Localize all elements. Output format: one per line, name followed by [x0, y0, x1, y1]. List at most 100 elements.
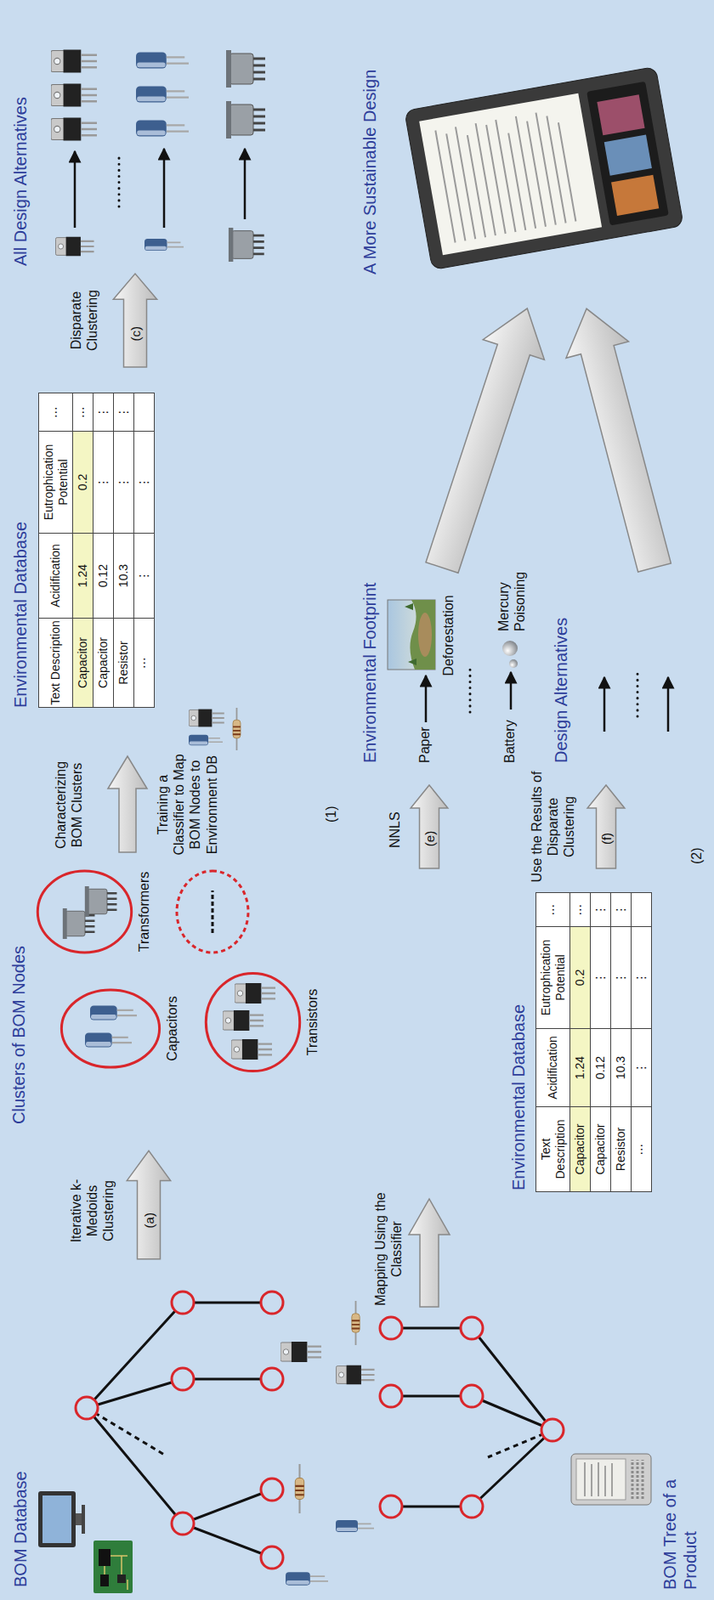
component-icon [222, 1010, 264, 1032]
circuit-board-icon [117, 1575, 126, 1584]
mapping-arrow [425, 675, 428, 723]
component-icon [51, 118, 97, 142]
table-cell: ⋮ [630, 926, 652, 1030]
cell-text: ⋮ [96, 406, 110, 419]
cell-text: Resistor [116, 640, 131, 685]
bom-node-circle [171, 1368, 194, 1391]
table-cell: ⋮ [589, 926, 612, 1030]
annotation-text: Characterizing BOM Clusters [52, 748, 85, 863]
table-cell: ⋮ [113, 430, 135, 534]
tablet-illustration [611, 175, 659, 216]
table-cell [133, 392, 155, 432]
tablet-illustration [596, 94, 645, 136]
section-title: Environmental Database [10, 521, 31, 709]
ellipsis-dots [118, 155, 121, 207]
e-reader-icon [571, 1454, 652, 1506]
table-cell: ⋯ [133, 617, 155, 709]
component-icon [226, 101, 266, 139]
cell-text: ⋯ [572, 904, 587, 917]
arrow-shape [587, 785, 625, 869]
cell-text: Text Description [538, 1109, 567, 1190]
component-icon [280, 1342, 329, 1587]
table-cell: ⋮ [610, 926, 632, 1030]
cluster-ellipse: Transformers [35, 869, 134, 955]
section-title: BOM Database [10, 1471, 31, 1588]
section-title: Design Alternatives [550, 617, 572, 764]
bom-node-circle [541, 1419, 564, 1442]
ellipse-outline [204, 971, 302, 1074]
table-cell: Capacitor [589, 1106, 612, 1193]
ellipse-outline [35, 869, 134, 955]
annotation-text: Mercury Poisoning [495, 546, 528, 632]
tablet-illustration [419, 93, 602, 256]
ellipsis-dots [469, 669, 472, 713]
mercury-drops [502, 640, 518, 669]
component-icon [136, 51, 189, 68]
cell-text: ⋮ [136, 476, 151, 489]
table-cell: Resistor [610, 1106, 632, 1193]
bom-node-circle [260, 1547, 284, 1570]
bom-node-circle [460, 1496, 483, 1519]
annotation-text: Mapping Using the Classifier [372, 1185, 405, 1314]
component-icon [351, 1301, 360, 1346]
section-title: Clusters of BOM Nodes [8, 946, 29, 1125]
cell-text: ⋯ [545, 904, 560, 917]
component-icon [285, 1572, 329, 1586]
component-icon [188, 708, 241, 751]
section-title: Environmental Database [508, 1004, 529, 1191]
component-icon [234, 983, 276, 1004]
computer-icon [75, 1513, 82, 1526]
circuit-board-icon [98, 1549, 111, 1567]
bom-node-circle [171, 1292, 194, 1315]
circuit-board-icon [93, 1541, 133, 1594]
section-title: BOM Tree of a Product [659, 1462, 701, 1591]
component-icon [188, 735, 223, 746]
table-cell: 1.24 [569, 1028, 591, 1108]
cell-text: ⋯ [136, 657, 151, 669]
cell-text: ⋮ [96, 476, 110, 489]
bom-node-circle [379, 1317, 403, 1340]
cell-text: ⋮ [116, 476, 131, 489]
bom-tree-lines [391, 1328, 553, 1508]
text-holder: (e) [409, 808, 449, 870]
table-cell: Text Description [38, 617, 74, 709]
table-cell: 1.24 [72, 532, 94, 619]
arrow-shape [586, 784, 626, 870]
mercury-drops [509, 659, 518, 669]
arrow-shape [112, 272, 159, 369]
table-cell: Eutrophication Potential [38, 430, 74, 534]
component-icon [226, 50, 266, 88]
bom-node-circle [75, 1292, 284, 1570]
cluster-label: Capacitors [164, 996, 180, 1061]
mapping-arrow [667, 677, 670, 732]
table-cell: ⋮ [589, 892, 612, 928]
text-holder: Transformers [136, 872, 153, 953]
cell-text: 10.3 [613, 1056, 628, 1080]
process-arrow: (f) [586, 784, 626, 870]
cell-text: ⋮ [613, 904, 628, 917]
computer-icon [38, 1491, 85, 1548]
block-arrow [411, 298, 558, 578]
cell-text: ⋯ [75, 406, 90, 419]
bom-node-circle [460, 1385, 483, 1408]
table-cell: ⋮ [610, 892, 632, 928]
component-icon [335, 1520, 374, 1533]
block-arrow [408, 1199, 450, 1308]
cell-text: 1.24 [75, 564, 90, 588]
cluster-label: Transformers [136, 872, 152, 953]
block-arrow [411, 298, 558, 578]
text-holder: Capacitors [164, 996, 181, 1061]
ellipse-outline [37, 871, 131, 953]
arrow-shape [126, 1150, 170, 1259]
block-arrow [107, 756, 148, 853]
cluster-ellipse: Transistors [204, 971, 302, 1074]
component-icon [51, 50, 266, 263]
step-label: (a) [141, 1212, 157, 1229]
cell-text: Text Description [48, 620, 63, 706]
table-cell: Text Description [535, 1106, 571, 1193]
deforestation-photo [404, 603, 417, 666]
table-cell: Acidification [38, 532, 74, 619]
table-cell: 10.3 [610, 1028, 632, 1108]
cell-text: 0.12 [96, 564, 110, 588]
table-cell: ⋮ [630, 1028, 652, 1108]
